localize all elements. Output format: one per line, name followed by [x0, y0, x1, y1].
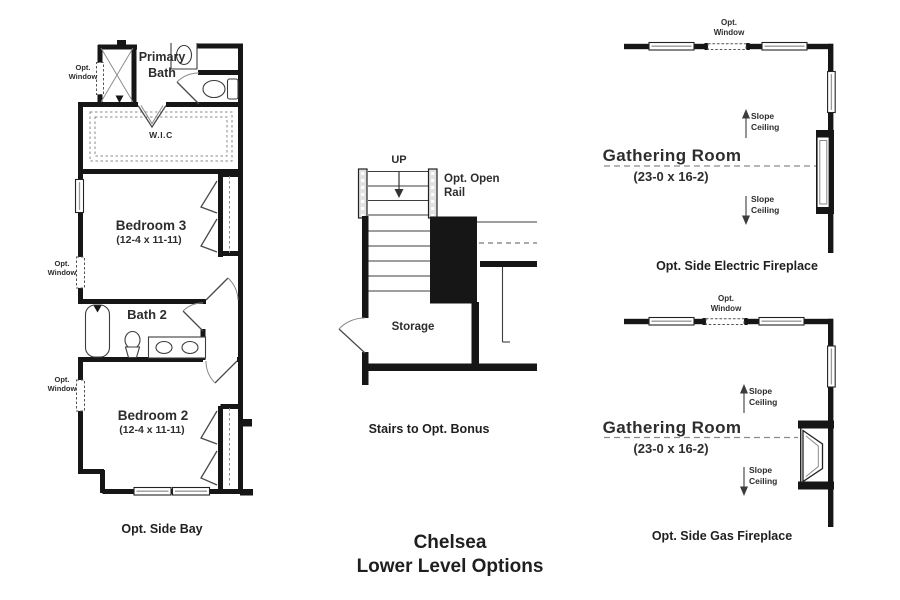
slope-ceiling-label: Slope Ceiling — [749, 386, 778, 407]
slope-ceiling-label: Slope Ceiling — [751, 111, 780, 132]
bedroom3-dims: (12-4 x 11-11) — [116, 234, 182, 246]
door-leaf — [214, 360, 238, 384]
gas-fireplace-icon — [802, 429, 824, 483]
sink-icon — [175, 44, 193, 66]
wall-cap — [240, 489, 253, 496]
double-door-icon — [137, 105, 167, 129]
opt-window-dashed — [705, 318, 745, 326]
up-label: UP — [391, 154, 407, 166]
opt-window-dashed — [76, 379, 85, 412]
toilet-tank-icon — [226, 78, 239, 100]
electric-fireplace-plan — [604, 41, 836, 253]
bifold-door-icon — [200, 450, 218, 486]
gas-fireplace-plan — [604, 316, 836, 527]
bifold-door-icon — [200, 180, 218, 214]
vanity-sink-icon — [155, 340, 173, 355]
gas-fireplace-flange — [798, 420, 834, 429]
closet-shelf-dashed — [94, 116, 228, 157]
opt-window-dashed — [96, 62, 104, 95]
slope-arrow-down-head — [742, 215, 750, 225]
opt-window-label: Opt. Window — [47, 259, 77, 277]
up-arrow-head — [394, 189, 404, 198]
door-swing-arc — [205, 360, 216, 384]
right-wall — [828, 386, 834, 527]
tub-faucet-icon — [93, 305, 102, 313]
opt-window-label: Opt. Window — [710, 294, 742, 313]
bedroom2-label: Bedroom 2 — [117, 408, 189, 423]
double-door-icon — [140, 105, 164, 125]
right-wall — [828, 43, 834, 74]
toilet-bowl-icon — [202, 79, 226, 99]
opt-window-dashed — [76, 256, 85, 289]
slope-arrow-up-head — [740, 384, 748, 394]
door-leaf — [176, 81, 200, 105]
storage-wall — [471, 302, 479, 369]
toilet-base-icon — [124, 346, 141, 359]
storage-label: Storage — [391, 321, 435, 333]
door-swing-arc — [227, 277, 239, 301]
opt-window-dashed — [707, 43, 747, 51]
shower-drain-icon — [115, 95, 124, 103]
bifold-door-icon — [200, 218, 218, 253]
slope-arrow-up-head — [742, 109, 750, 119]
vanity-sink-icon — [181, 340, 199, 355]
adjacent-wall — [480, 261, 537, 267]
plan-subtitle: Lower Level Options — [356, 556, 544, 577]
gas-caption: Opt. Side Gas Fireplace — [651, 529, 793, 543]
door-swing-arc — [182, 302, 204, 312]
stair-chase — [430, 216, 477, 304]
sink-niche — [170, 43, 198, 70]
gathering-room-dims: (23-0 x 16-2) — [633, 169, 709, 184]
gathering-room-label: Gathering Room — [602, 418, 742, 437]
stairs-plan — [338, 168, 537, 385]
opt-window-label: Opt. Window — [47, 375, 77, 393]
wall-tab — [117, 40, 126, 47]
right-wall — [828, 318, 834, 348]
door-leaf — [182, 310, 204, 332]
window-jamb — [744, 318, 748, 325]
bedroom3-label: Bedroom 3 — [115, 218, 187, 233]
slope-arrow-down-head — [740, 486, 748, 496]
electric-fireplace-inner — [819, 140, 828, 205]
bifold-door-icon — [200, 410, 218, 445]
wall-stub — [243, 419, 252, 427]
shower-icon — [100, 47, 134, 103]
bottom-wall — [367, 363, 537, 371]
window-jamb — [702, 318, 706, 325]
door-swing-arc — [176, 72, 200, 83]
plan-title: Chelsea — [413, 532, 487, 553]
toilet-bowl-icon — [124, 330, 141, 350]
side-bay-plan — [74, 40, 253, 496]
slope-ceiling-label: Slope Ceiling — [749, 465, 778, 486]
opt-window-label: Opt. Window — [713, 18, 745, 37]
stairs-caption: Stairs to Opt. Bonus — [368, 422, 490, 436]
door-leaf — [205, 277, 229, 301]
primary-bath-label: Primary Bath — [138, 50, 186, 80]
gathering-room-label: Gathering Room — [602, 146, 742, 165]
electric-caption: Opt. Side Electric Fireplace — [656, 259, 818, 273]
window-jamb — [746, 43, 750, 50]
bedroom2-dims: (12-4 x 11-11) — [119, 424, 185, 436]
gathering-room-dims: (23-0 x 16-2) — [633, 441, 709, 456]
window-jamb — [704, 43, 708, 50]
gas-fireplace-inner — [805, 435, 819, 477]
door-leaf — [338, 328, 366, 354]
door-swing-arc — [338, 317, 366, 330]
side-bay-caption: Opt. Side Bay — [121, 522, 203, 536]
wic-label: W.I.C — [149, 130, 173, 140]
tub-icon — [84, 304, 111, 358]
gas-fireplace-flange — [798, 481, 834, 490]
slope-ceiling-label: Slope Ceiling — [751, 194, 780, 215]
stair-wall — [362, 352, 369, 385]
bath2-label: Bath 2 — [127, 307, 167, 322]
opt-window-label: Opt. Window — [68, 63, 98, 81]
open-rail-label: Opt. Open Rail — [444, 173, 500, 199]
stair-wall — [362, 216, 369, 318]
